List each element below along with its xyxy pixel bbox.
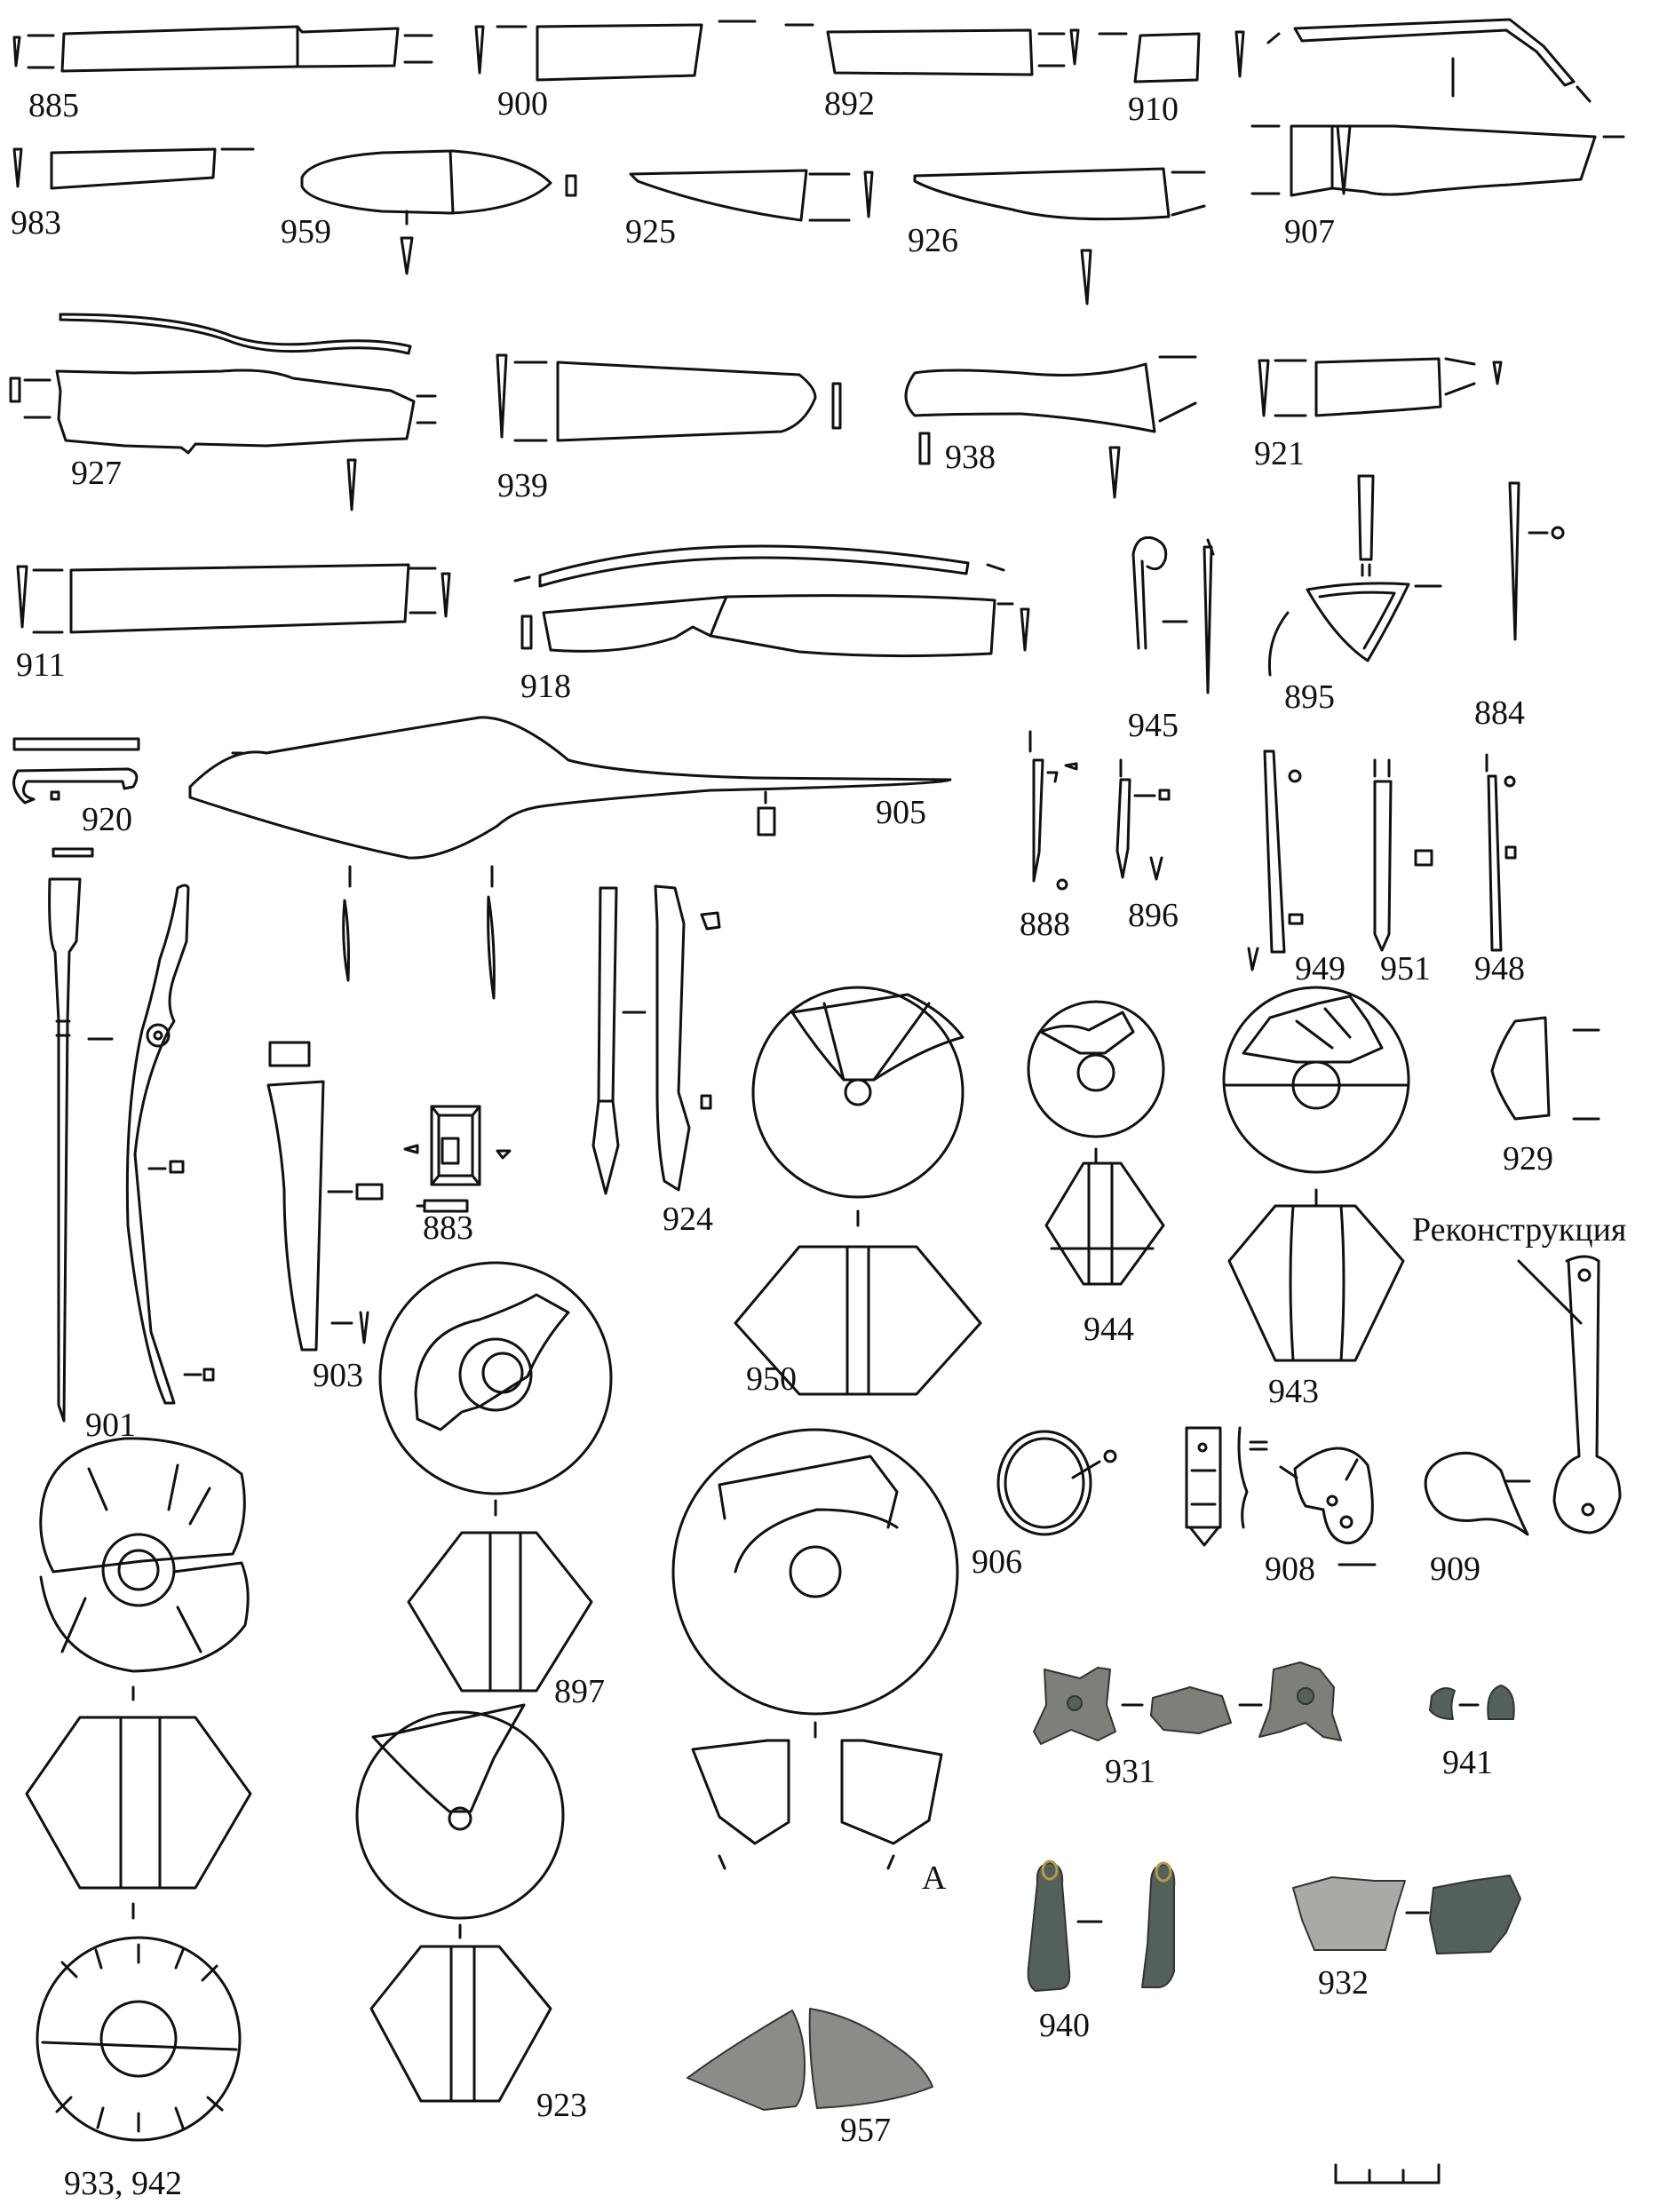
drawing-905 bbox=[188, 716, 952, 1000]
drawing-907 bbox=[1250, 124, 1625, 197]
label-945: 945 bbox=[1128, 707, 1179, 744]
label-924: 924 bbox=[663, 1201, 713, 1238]
drawing-945 bbox=[1131, 535, 1215, 694]
label-939: 939 bbox=[497, 467, 548, 504]
label-944: 944 bbox=[1084, 1311, 1134, 1348]
drawing-896 bbox=[1115, 758, 1171, 881]
drawing-A bbox=[671, 1428, 959, 1870]
drawing-908 bbox=[1185, 1426, 1377, 1566]
label-918: 918 bbox=[520, 668, 571, 705]
label-931: 931 bbox=[1105, 1753, 1155, 1790]
drawing-900 bbox=[474, 20, 757, 82]
label-938: 938 bbox=[945, 439, 996, 476]
drawing-883 bbox=[403, 1105, 512, 1213]
drawing-920 bbox=[12, 737, 140, 858]
label-920: 920 bbox=[82, 801, 132, 838]
label-927: 927 bbox=[71, 455, 122, 492]
label-903: 903 bbox=[313, 1357, 363, 1394]
drawing-983 bbox=[12, 147, 255, 190]
label-907: 907 bbox=[1284, 213, 1335, 250]
label-921: 921 bbox=[1254, 435, 1305, 472]
label-941: 941 bbox=[1442, 1744, 1493, 1781]
label-943: 943 bbox=[1268, 1373, 1319, 1410]
drawing-921 bbox=[1258, 357, 1503, 417]
label-892: 892 bbox=[824, 85, 875, 123]
drawing-944 bbox=[1027, 1000, 1165, 1286]
label-section-a: А bbox=[922, 1859, 947, 1897]
label-923: 923 bbox=[536, 2087, 587, 2124]
label-929: 929 bbox=[1503, 1140, 1553, 1177]
label-910: 910 bbox=[1128, 91, 1179, 128]
label-884: 884 bbox=[1474, 694, 1525, 732]
drawing-901 bbox=[48, 877, 215, 1423]
label-925: 925 bbox=[625, 213, 676, 250]
photo-931 bbox=[1033, 1661, 1342, 1745]
drawing-892 bbox=[784, 23, 1080, 76]
drawing-938 bbox=[904, 355, 1197, 499]
drawing-884 bbox=[1508, 481, 1565, 641]
drawing-925 bbox=[629, 169, 874, 222]
label-932: 932 bbox=[1318, 1964, 1369, 2002]
label-983: 983 bbox=[11, 204, 61, 242]
label-950: 950 bbox=[746, 1360, 797, 1398]
drawing-907-profile bbox=[1266, 18, 1592, 103]
drawing-951 bbox=[1373, 758, 1433, 952]
label-883: 883 bbox=[423, 1209, 473, 1247]
drawing-918 bbox=[513, 544, 1030, 658]
label-895: 895 bbox=[1284, 678, 1335, 716]
label-909: 909 bbox=[1430, 1550, 1481, 1588]
photo-940 bbox=[1027, 1859, 1176, 1992]
drawing-897 bbox=[378, 1261, 613, 1693]
drawing-924 bbox=[591, 884, 721, 1195]
label-906: 906 bbox=[972, 1543, 1022, 1581]
drawing-923 bbox=[355, 1703, 565, 2103]
label-888: 888 bbox=[1020, 906, 1070, 943]
drawing-926 bbox=[913, 167, 1206, 305]
label-957: 957 bbox=[840, 2112, 891, 2149]
label-905: 905 bbox=[876, 794, 926, 831]
scale-bar bbox=[1334, 2163, 1441, 2184]
drawing-927 bbox=[9, 313, 437, 511]
drawing-949 bbox=[1247, 749, 1304, 971]
label-940: 940 bbox=[1039, 2007, 1090, 2044]
drawing-959 bbox=[300, 149, 577, 275]
label-948: 948 bbox=[1474, 950, 1525, 987]
drawing-943 bbox=[1222, 986, 1410, 1362]
label-897: 897 bbox=[554, 1673, 605, 1710]
label-896: 896 bbox=[1128, 897, 1179, 934]
label-959: 959 bbox=[281, 213, 331, 250]
label-949: 949 bbox=[1295, 950, 1346, 987]
label-900: 900 bbox=[497, 85, 548, 123]
drawing-939 bbox=[496, 353, 842, 442]
photo-932 bbox=[1292, 1875, 1521, 1954]
drawing-909 bbox=[1424, 1451, 1529, 1536]
label-951: 951 bbox=[1380, 950, 1431, 987]
photo-957 bbox=[687, 2008, 933, 2111]
label-901: 901 bbox=[85, 1407, 136, 1444]
drawing-950 bbox=[734, 986, 982, 1396]
drawing-906 bbox=[996, 1430, 1117, 1536]
drawing-888 bbox=[1028, 730, 1078, 891]
photo-941 bbox=[1429, 1685, 1515, 1720]
drawing-903 bbox=[266, 1041, 384, 1352]
drawing-911 bbox=[16, 563, 451, 634]
drawing-910 bbox=[1098, 30, 1245, 83]
drawing-933-942 bbox=[25, 1437, 252, 2142]
label-933-942: 933, 942 bbox=[64, 2165, 182, 2202]
label-908: 908 bbox=[1265, 1550, 1315, 1588]
label-885: 885 bbox=[28, 87, 79, 124]
reconstruction-heading: Реконструкция bbox=[1412, 1211, 1627, 1249]
drawing-reconstruction bbox=[1504, 1255, 1622, 1534]
label-926: 926 bbox=[908, 222, 958, 259]
drawing-929 bbox=[1490, 1016, 1600, 1121]
drawing-948 bbox=[1485, 753, 1517, 952]
label-911: 911 bbox=[16, 646, 66, 684]
drawing-895 bbox=[1267, 474, 1442, 677]
drawing-885 bbox=[12, 25, 433, 73]
